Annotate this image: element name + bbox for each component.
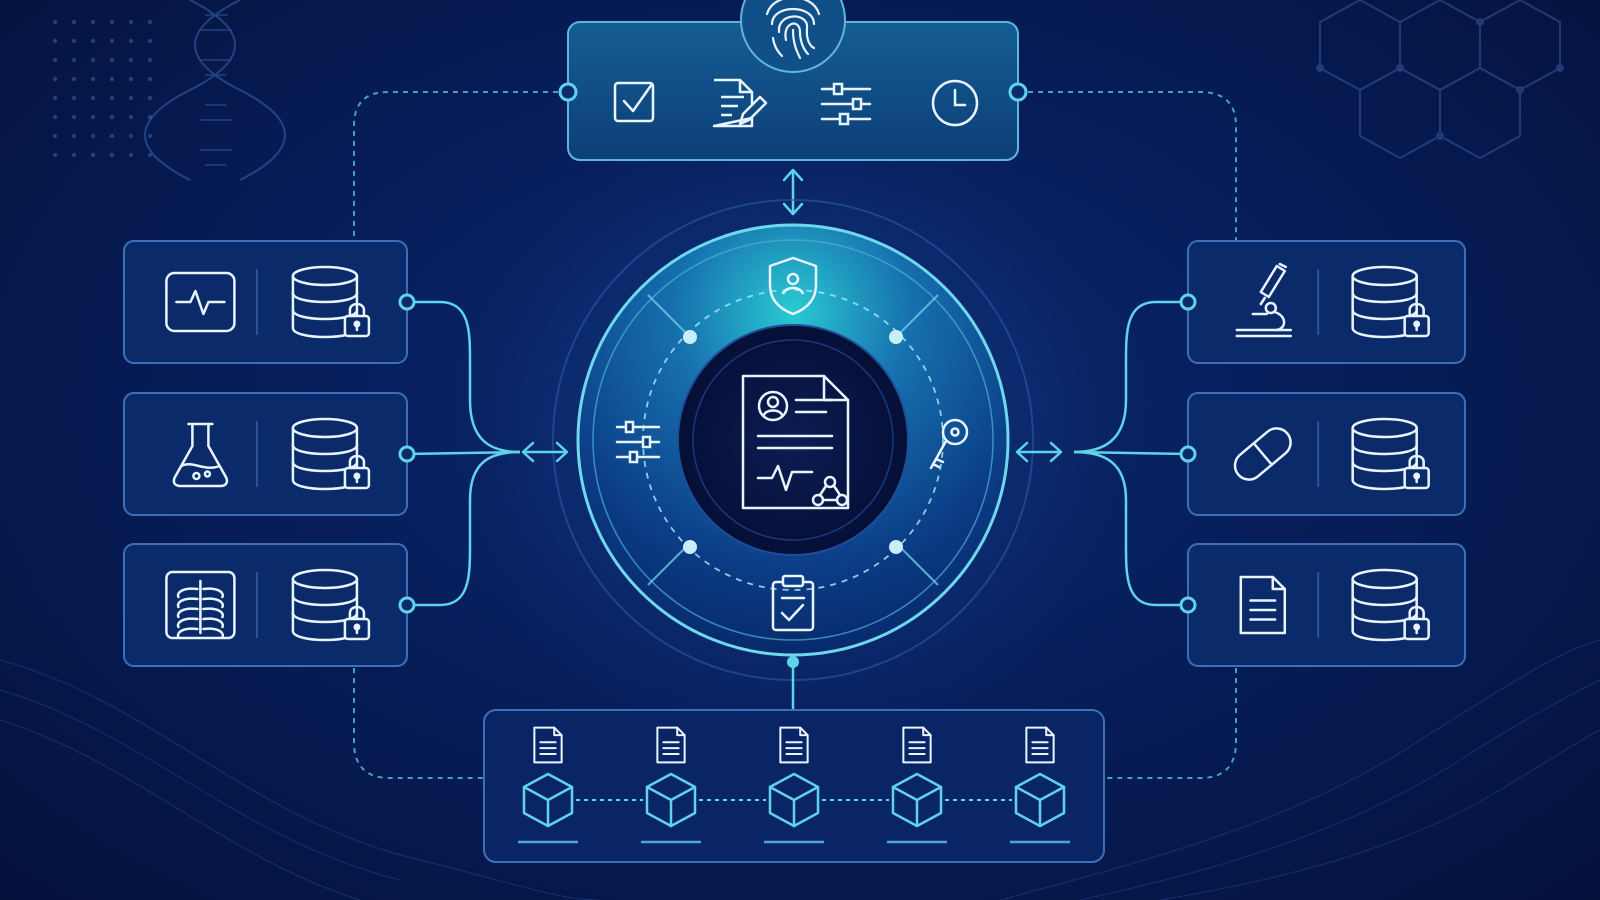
- connector-node: [1179, 596, 1197, 614]
- shield-user-icon: [768, 256, 818, 316]
- dot-grid: [52, 19, 153, 158]
- data-source-panel: [1179, 240, 1466, 364]
- hexagon-network-icon: [1316, 0, 1564, 160]
- sliders-icon: [615, 420, 661, 464]
- right-data-sources: [1073, 240, 1466, 667]
- ledger-block: [518, 726, 578, 844]
- locked-database-icon: [1351, 417, 1430, 491]
- fingerprint-icon: [740, 0, 846, 73]
- bidirectional-arrow-top: [782, 168, 804, 216]
- dashed-connectors: [353, 91, 1237, 779]
- top-panel: [558, 0, 1028, 161]
- dna-helix-icon: [144, 0, 286, 181]
- clock-icon: [931, 79, 979, 127]
- left-data-sources: [123, 240, 521, 667]
- locked-database-icon: [291, 568, 371, 642]
- bidirectional-arrow-left: [521, 441, 569, 463]
- cube-icon: [768, 772, 820, 828]
- connector-node: [398, 293, 416, 311]
- connector-node: [1008, 82, 1028, 102]
- cube-icon: [1014, 772, 1066, 828]
- connector-node: [1179, 445, 1197, 463]
- data-source-panel: [1179, 543, 1466, 667]
- lab-flask-icon: [172, 422, 229, 488]
- clipboard-check-icon: [771, 574, 815, 632]
- cube-icon: [891, 772, 943, 828]
- locked-database-icon: [1351, 568, 1430, 642]
- left-branch-connector: [406, 300, 521, 607]
- heart-monitor-icon: [165, 271, 236, 333]
- ledger-block: [887, 726, 947, 844]
- cube-icon: [522, 772, 574, 828]
- key-icon: [929, 418, 969, 470]
- document-icon: [902, 726, 932, 764]
- connector-node: [398, 596, 416, 614]
- data-source-panel: [123, 392, 416, 516]
- document-icon: [656, 726, 686, 764]
- document-icon: [1239, 575, 1287, 635]
- locked-database-icon: [291, 265, 371, 339]
- blockchain-ledger-panel: [483, 709, 1105, 863]
- connector-node: [1179, 293, 1197, 311]
- data-source-panel: [1179, 392, 1466, 516]
- right-branch-connector: [1073, 300, 1189, 607]
- connector-node: [398, 445, 416, 463]
- document-icon: [1025, 726, 1055, 764]
- ledger-block: [641, 726, 701, 844]
- bidirectional-arrow-right: [1015, 441, 1063, 463]
- medical-record-icon: [741, 374, 850, 510]
- hub-to-ledger-connector: [787, 656, 799, 710]
- locked-database-icon: [291, 417, 371, 491]
- xray-icon: [165, 570, 236, 640]
- wave-lines: [0, 639, 1600, 900]
- pill-icon: [1233, 427, 1292, 481]
- central-hub: [552, 199, 1034, 681]
- locked-database-icon: [1351, 265, 1430, 339]
- ledger-block: [764, 726, 824, 844]
- data-source-panel: [123, 240, 416, 364]
- document-icon: [779, 726, 809, 764]
- cube-icon: [645, 772, 697, 828]
- data-source-panel: [123, 543, 416, 667]
- document-icon: [533, 726, 563, 764]
- checkbox-icon: [613, 81, 655, 123]
- microscope-icon: [1235, 262, 1293, 338]
- ledger-block: [1010, 726, 1070, 844]
- connector-node: [558, 82, 578, 102]
- document-edit-icon: [712, 78, 768, 128]
- sliders-icon: [820, 82, 872, 126]
